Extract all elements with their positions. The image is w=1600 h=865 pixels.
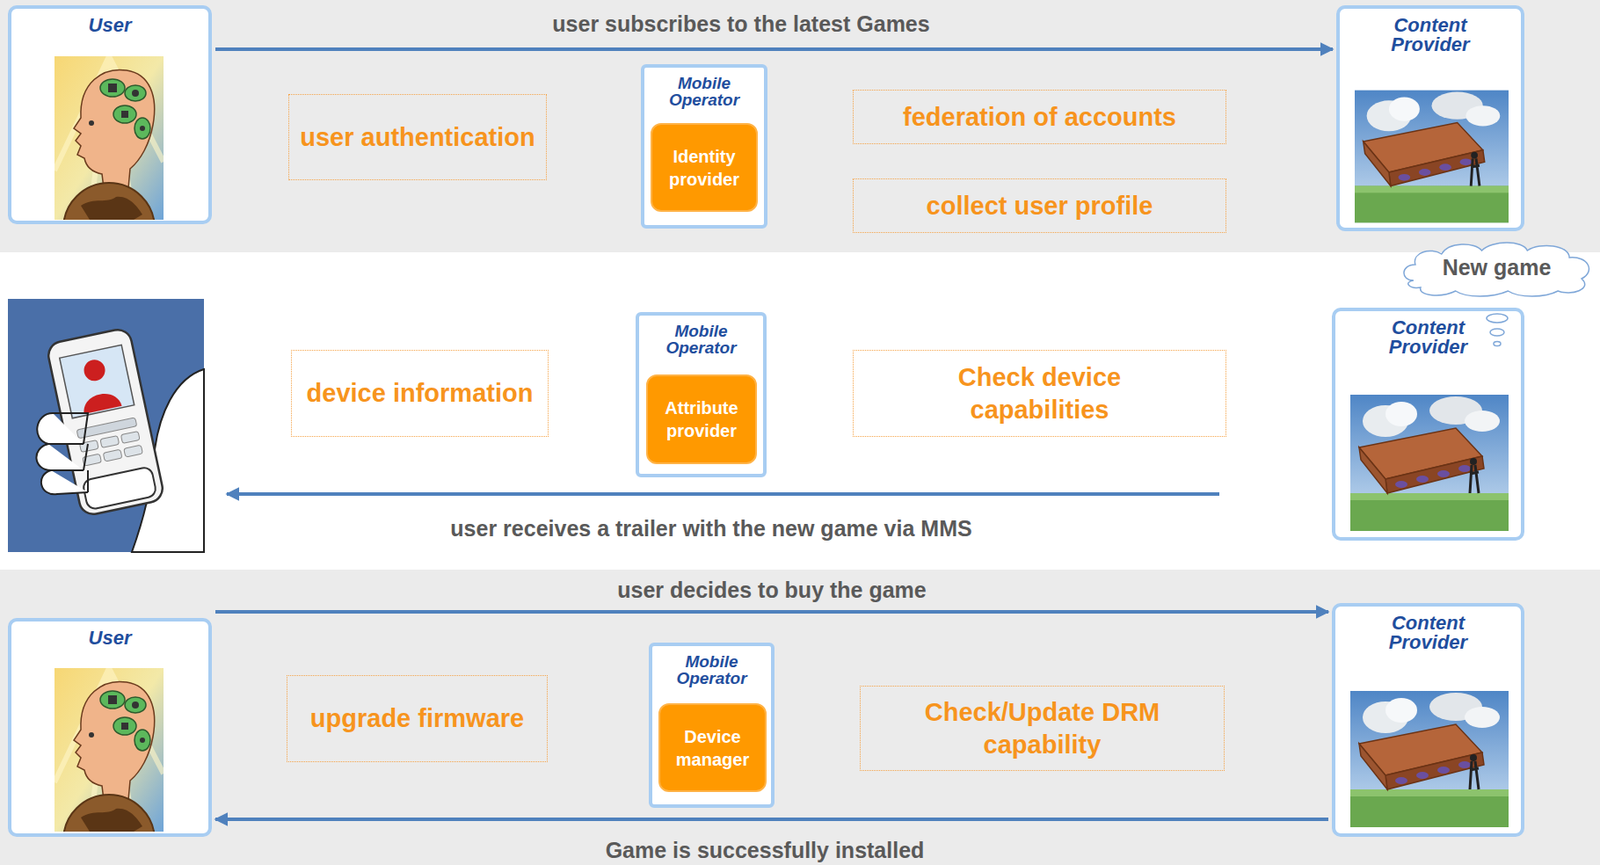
actor-box: Content Provider bbox=[1331, 603, 1525, 837]
content-illustration bbox=[1350, 394, 1509, 531]
function-box: collect user profile bbox=[852, 178, 1227, 233]
node-text: collect user profile bbox=[926, 189, 1154, 222]
node-text: Content Provider bbox=[1371, 318, 1486, 357]
node-text: New game bbox=[1442, 254, 1552, 281]
node-text: Check device capabilities bbox=[903, 361, 1177, 426]
node-text: User bbox=[88, 15, 132, 36]
node-text: Content Provider bbox=[1371, 613, 1486, 653]
node-text: user authentication bbox=[299, 121, 536, 153]
node-text: Device manager bbox=[665, 725, 760, 771]
node-text: Identity provider bbox=[657, 145, 751, 191]
function-box: Check/Update DRM capability bbox=[859, 685, 1225, 771]
flow-arrow bbox=[215, 47, 1333, 51]
operator-box: Mobile OperatorDevice manager bbox=[648, 642, 775, 808]
flow-arrow bbox=[215, 817, 1329, 822]
actor-box: Content Provider bbox=[1331, 307, 1525, 541]
node-text: User bbox=[88, 628, 132, 648]
node-text: Check/Update DRM capability bbox=[910, 696, 1175, 761]
node-text: upgrade firmware bbox=[310, 702, 524, 735]
content-illustration bbox=[1350, 690, 1509, 828]
arrow-label: Game is successfully installed bbox=[605, 836, 925, 864]
content-illustration bbox=[1354, 90, 1509, 224]
thought-bubbles bbox=[1486, 313, 1508, 347]
user-illustration bbox=[54, 56, 164, 275]
thought-cloud: New game bbox=[1396, 236, 1598, 299]
role-box: Attribute provider bbox=[646, 374, 757, 465]
function-box: Check device capabilities bbox=[852, 349, 1227, 437]
arrow-label: user subscribes to the latest Games bbox=[552, 10, 930, 37]
function-box: upgrade firmware bbox=[286, 675, 548, 763]
role-box: Device manager bbox=[658, 703, 767, 793]
actor-box: User bbox=[7, 618, 212, 837]
arrow-label: user decides to buy the game bbox=[617, 576, 927, 604]
node-text: Mobile Operator bbox=[644, 74, 764, 109]
node-text: Attribute provider bbox=[653, 396, 750, 443]
operator-box: Mobile OperatorIdentity provider bbox=[640, 64, 768, 229]
node-text: device information bbox=[306, 377, 534, 409]
actor-box: Content Provider bbox=[1336, 5, 1525, 232]
role-box: Identity provider bbox=[650, 123, 758, 212]
grey-band bbox=[0, 569, 1600, 865]
grey-band bbox=[0, 0, 1600, 253]
node-text: Mobile Operator bbox=[652, 653, 771, 687]
mms-arrow bbox=[226, 492, 1220, 496]
node-text: Mobile Operator bbox=[639, 322, 764, 357]
flow-arrow bbox=[215, 610, 1329, 614]
node-text: federation of accounts bbox=[902, 101, 1177, 133]
actor-box: User bbox=[7, 5, 212, 225]
node-text: Content Provider bbox=[1373, 15, 1488, 55]
box-grounds bbox=[9, 7, 1523, 836]
function-box: user authentication bbox=[288, 94, 547, 181]
arrow-label: user receives a trailer with the new gam… bbox=[450, 515, 972, 542]
function-box: device information bbox=[290, 349, 549, 437]
function-box: federation of accounts bbox=[852, 89, 1227, 145]
phone-illustration bbox=[7, 298, 204, 553]
operator-box: Mobile OperatorAttribute provider bbox=[635, 312, 767, 478]
